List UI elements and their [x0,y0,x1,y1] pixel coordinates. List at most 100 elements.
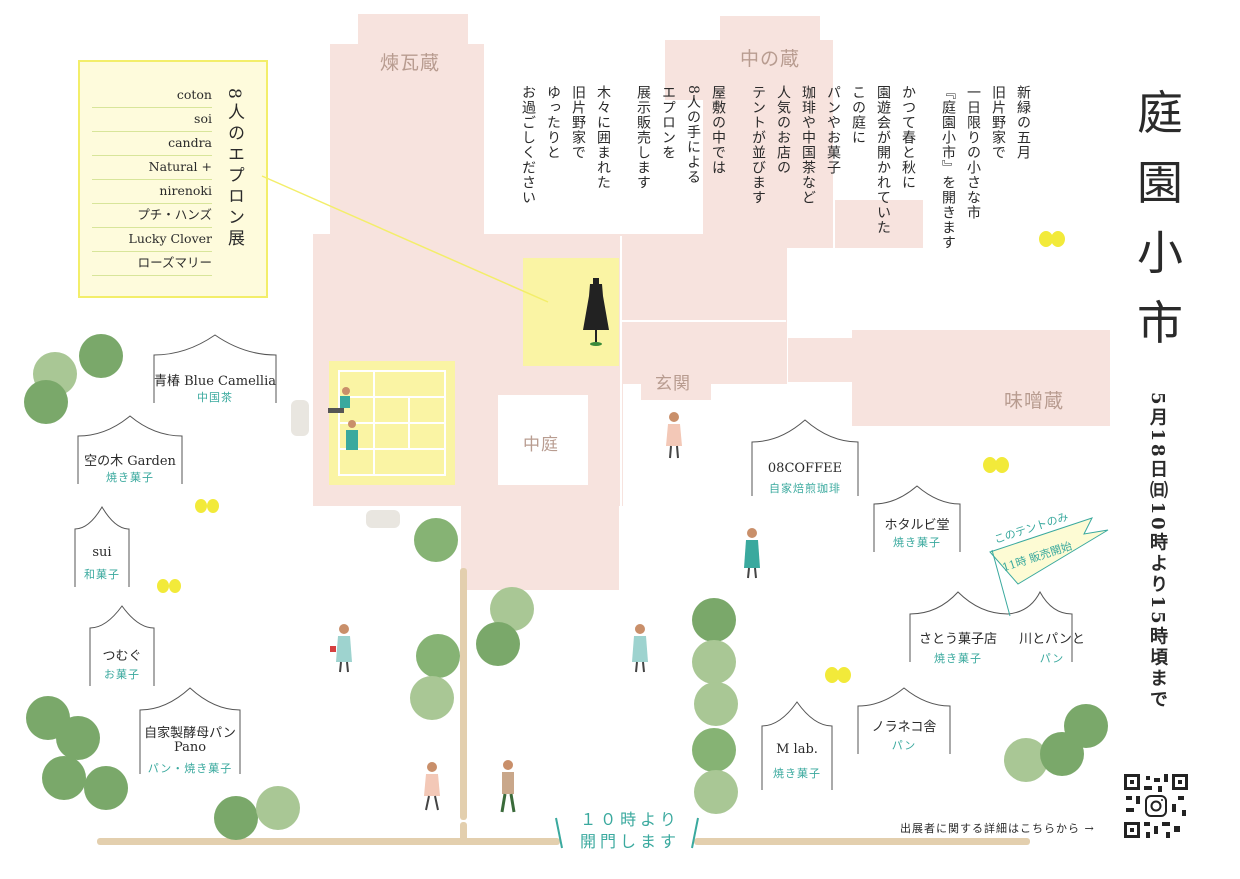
qr-code-icon[interactable] [1122,772,1190,840]
tree [692,728,736,772]
intro-col-5: かつて春と秋に [900,85,916,190]
tent-name: つむぐ [102,649,142,664]
tree [416,634,460,678]
gate-marks [555,817,699,849]
tree [214,796,258,840]
renga-kura-label: 煉瓦蔵 [380,52,441,74]
butterfly-icon [1039,231,1065,247]
apron-exhibit-title: 8人のエプロン展 [224,88,244,250]
genkan-label: 玄関 [655,374,691,394]
qr-caption: 出展者に関する詳細はこちらから → [900,822,1095,835]
stepping-stone [366,510,400,528]
tree [692,598,736,642]
intro-col-14: エプロンを [660,85,676,160]
person-walking-icon [744,528,760,579]
person-walking-icon [500,760,516,813]
apron-maker: candra [92,132,212,156]
butterfly-icon [195,499,219,513]
tree [694,770,738,814]
tent-category: パン [891,739,917,752]
tent-category: 中国茶 [197,391,233,404]
tent-name: 08COFFEE [767,461,843,476]
tree [1064,704,1108,748]
tent-category: 自家焙煎珈琲 [769,482,841,495]
intro-col-11: テントが並びます [750,85,766,205]
garden-path [460,568,467,820]
intro-col-6: 園遊会が開かれていた [875,85,891,235]
intro-col-16: 木々に囲まれた [595,85,611,190]
tent-name: ホタルビ堂 [884,518,950,533]
intro-col-1: 新緑の五月 [1015,85,1031,160]
person-walking-icon [632,624,648,673]
tent-category: パン [1039,652,1065,665]
apron-maker: Lucky Clover [92,228,212,252]
apron-maker: Natural + [92,156,212,180]
stepping-stone [291,400,309,436]
intro-col-19: お過ごしください [520,85,536,205]
intro-col-8: パンやお菓子 [825,85,841,175]
tent-name: 自家製酵母パン [144,726,236,741]
event-date-time: 5月18日㈰10時より15時頃まで [1147,392,1168,711]
tent-category: パン・焼き菓子 [147,762,233,775]
intro-col-13: 8人の手による [685,85,701,185]
apron-maker: nirenoki [92,180,212,204]
tree [692,640,736,684]
tent-category: 焼き菓子 [893,536,941,549]
nakaniwa-label: 中庭 [523,435,559,455]
tent-name: さとう菓子店 [918,632,997,647]
person-walking-icon [330,624,352,673]
gate-open-line1: １０時より [580,810,680,829]
apron-maker: プチ・ハンズ [92,204,212,228]
tree [84,766,128,810]
tree [24,380,68,424]
garden-path [460,822,467,844]
butterfly-icon [983,457,1009,473]
tent-name: 青椿 Blue Camellia [154,374,276,389]
person-sitting-icon [328,387,350,413]
butterfly-icon [825,667,851,683]
intro-col-3: 一日限りの小さな市 [965,85,981,220]
naka-no-kura-label: 中の蔵 [740,48,801,70]
intro-col-9: 珈琲や中国茶など [800,85,816,205]
garden-path [97,838,560,845]
tree [410,676,454,720]
tent-name-2: Pano [173,740,207,755]
tent-name: 空の木 Garden [84,454,176,469]
intro-col-17: 旧片野家で [570,85,586,160]
tent-category: 焼き菓子 [934,652,982,665]
butterfly-icon [157,579,181,593]
tree [79,334,123,378]
tent-category: 和菓子 [84,568,120,581]
intro-col-12: 屋敷の中では [710,85,726,175]
tent-name: 川とパンと [1019,632,1085,647]
intro-col-15: 展示販売します [635,85,651,190]
tree [42,756,86,800]
apron-maker: coton [92,84,212,108]
gate-open-line2: 開門します [579,832,680,851]
intro-col-4: 『庭園小市』を開きます [940,85,956,250]
tent-category: 焼き菓子 [773,767,821,780]
nakaniwa-courtyard [498,395,588,485]
tree [414,518,458,562]
tent-category: お菓子 [104,668,140,681]
tree [56,716,100,760]
person-sitting-icon [346,420,358,450]
intro-col-18: ゆったりと [545,85,561,160]
event-title: 庭園小市 [1137,86,1183,350]
tree [256,786,300,830]
intro-col-10: 人気のお店の [775,85,791,175]
person-walking-icon [666,412,682,459]
tent-name: ノラネコ舎 [871,720,937,735]
tent-name: sui [92,545,112,560]
tent-name: M lab. [776,742,818,757]
apron-maker: ローズマリー [92,252,212,276]
person-walking-icon [424,762,440,811]
tent-category: 焼き菓子 [106,471,154,484]
intro-col-2: 旧片野家で [990,85,1006,160]
tree [694,682,738,726]
apron-dress-icon [583,278,609,346]
tree [476,622,520,666]
miso-kura-label: 味噌蔵 [1004,390,1065,412]
apron-maker: soi [92,108,212,132]
garden-path [694,838,1030,845]
